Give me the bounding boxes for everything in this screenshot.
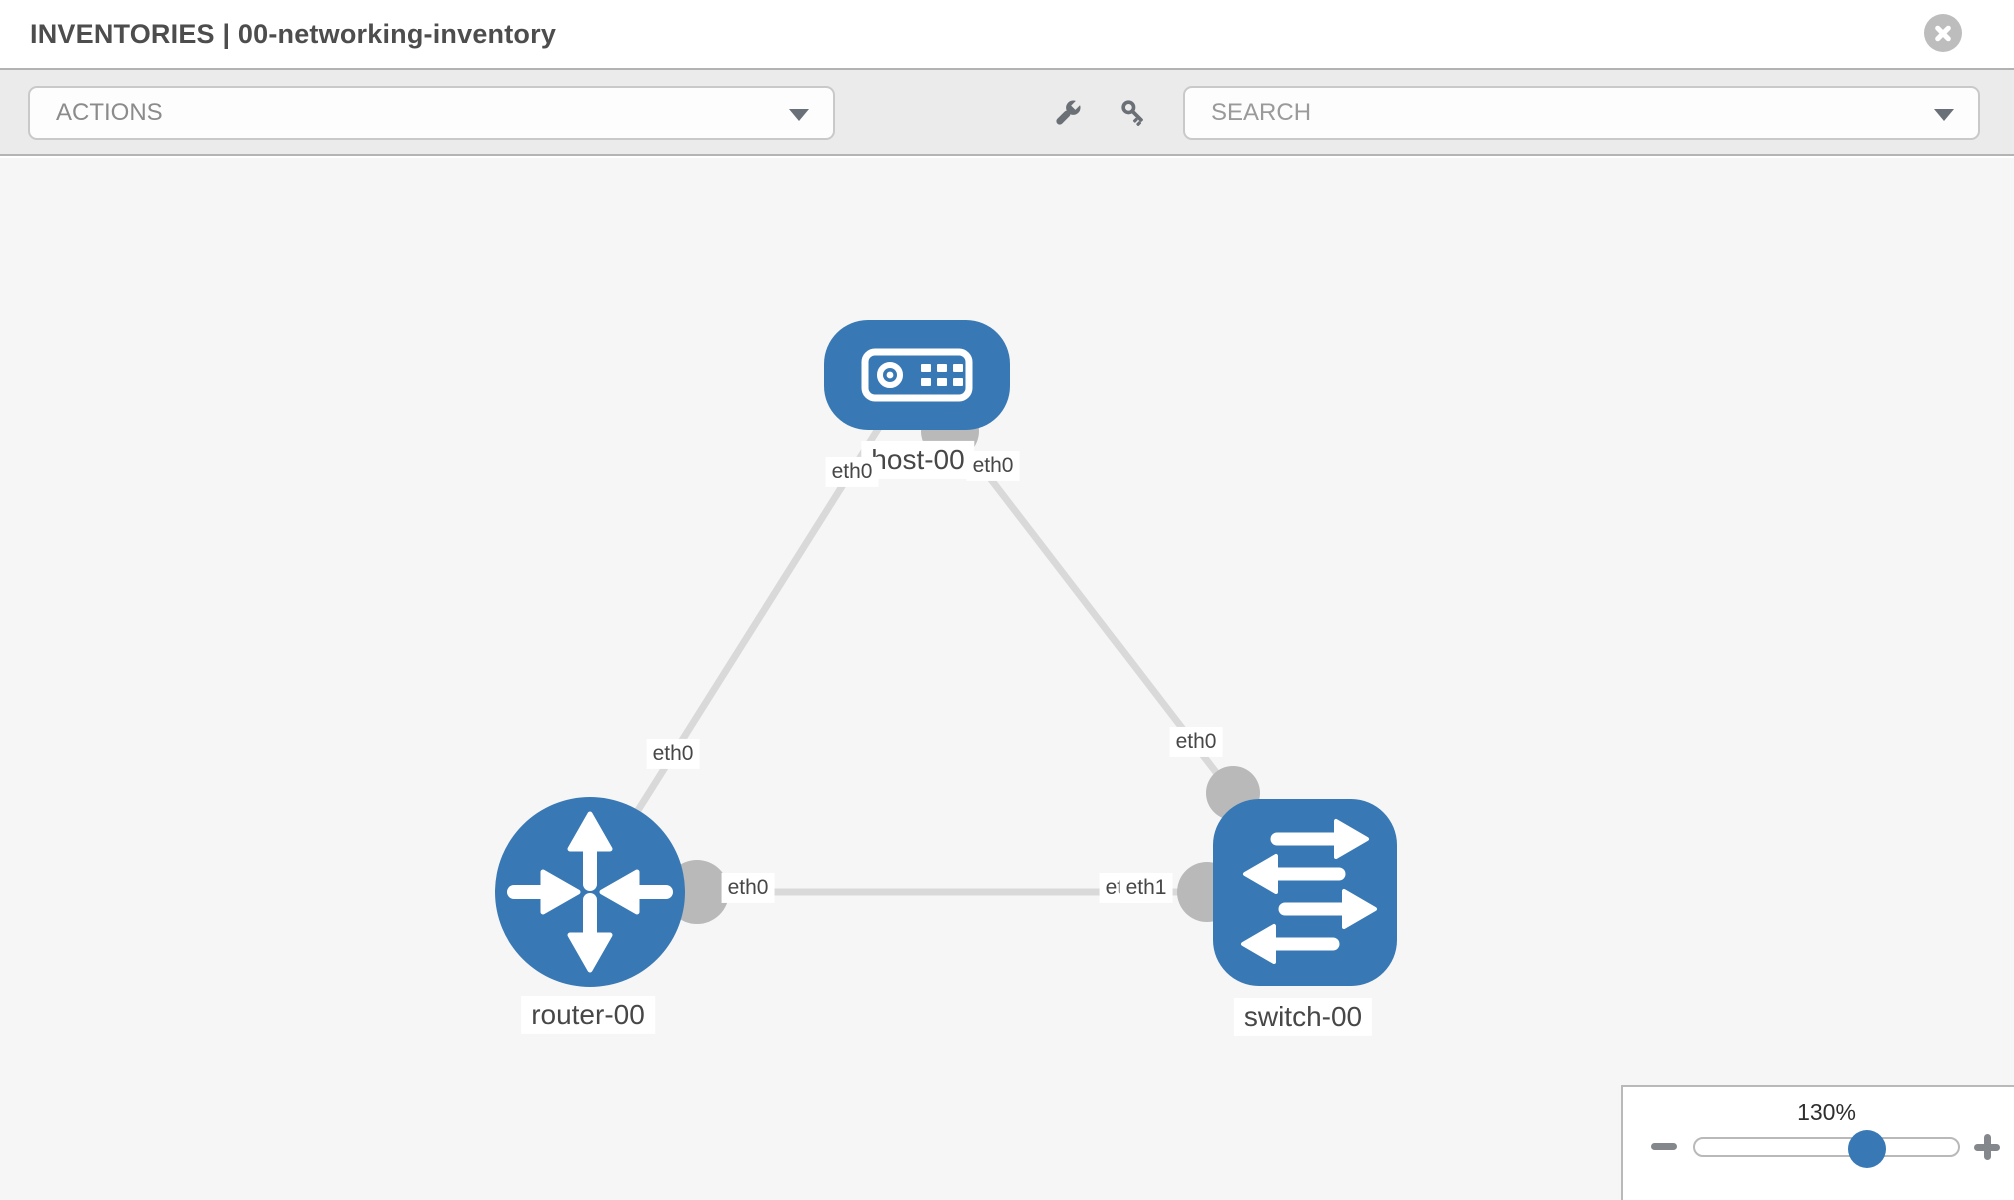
node-router[interactable] — [495, 797, 685, 987]
header: INVENTORIES | 00-networking-inventory — [0, 0, 2014, 70]
port-label: eth0 — [1169, 726, 1223, 758]
actions-dropdown[interactable]: ACTIONS — [28, 86, 835, 140]
host-icon — [861, 348, 973, 402]
node-label-host: host-00 — [861, 440, 975, 480]
plus-icon-bar — [1984, 1134, 1991, 1160]
zoom-slider-thumb[interactable] — [1848, 1130, 1886, 1168]
node-host[interactable] — [824, 320, 1010, 430]
zoom-level: 130% — [1797, 1099, 1856, 1125]
port-label: eth0 — [825, 456, 879, 488]
link-host-router[interactable] — [605, 416, 888, 860]
zoom-panel: 130% — [1621, 1085, 2014, 1200]
node-label-switch: switch-00 — [1233, 997, 1373, 1037]
actions-dropdown-label: ACTIONS — [56, 99, 163, 126]
switch-icon — [1241, 819, 1377, 964]
key-icon[interactable] — [1116, 95, 1152, 131]
port-label: eth0 — [966, 450, 1020, 482]
router-icon — [507, 811, 673, 973]
wrench-icon[interactable] — [1050, 95, 1086, 131]
search-dropdown[interactable]: SEARCH — [1183, 86, 1980, 140]
close-button[interactable] — [1924, 14, 1962, 52]
search-placeholder: SEARCH — [1211, 99, 1312, 126]
plus-icon[interactable] — [1974, 1134, 2000, 1160]
toolbar: ACTIONS SEARCH — [0, 70, 2014, 156]
interface-layer — [665, 402, 1260, 924]
zoom-slider[interactable] — [1693, 1130, 1960, 1168]
minus-icon[interactable] — [1651, 1143, 1677, 1150]
chevron-down-icon — [1934, 109, 1954, 121]
port-label: eth0 — [646, 738, 700, 770]
port-label: eth1 — [1119, 872, 1173, 904]
port-label: eth0 — [721, 872, 775, 904]
topology-canvas[interactable]: host-00 router-00 switch-00 eth0 eth0 et… — [0, 158, 2014, 1200]
page-title: INVENTORIES | 00-networking-inventory — [30, 19, 557, 49]
node-label-router: router-00 — [521, 995, 655, 1035]
link-layer — [605, 416, 1260, 896]
chevron-down-icon — [789, 109, 809, 121]
node-switch[interactable] — [1213, 799, 1397, 986]
